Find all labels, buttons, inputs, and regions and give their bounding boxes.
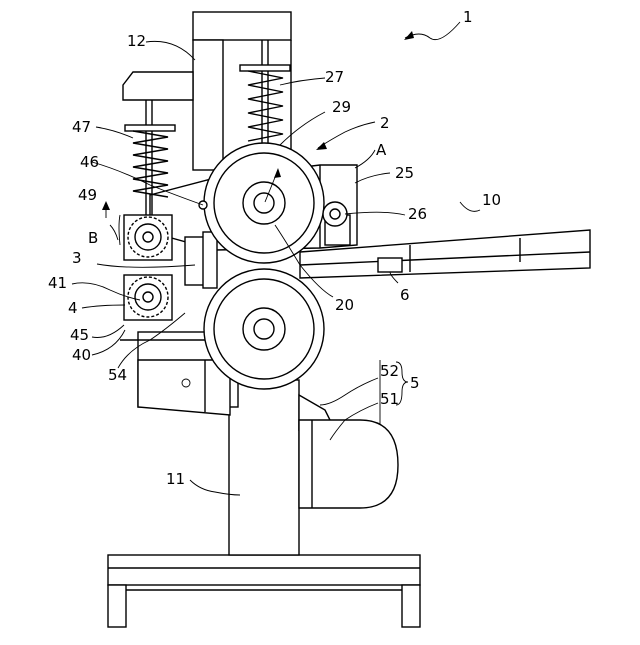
label-25: 25 [395,164,414,182]
label-12: 12 [127,32,146,50]
label-1: 1 [463,8,473,26]
label-4: 4 [68,299,78,317]
label-3: 3 [72,249,82,267]
lower-roller [204,269,324,389]
label-46: 46 [80,153,99,171]
label-A: A [376,141,387,159]
label-11: 11 [166,470,185,488]
label-B: B [88,229,98,247]
right-spring [240,40,290,150]
label-5: 5 [410,374,420,392]
small-roller [323,202,347,226]
label-40: 40 [72,346,91,364]
label-51: 51 [380,390,399,408]
sprocket-upper [124,215,172,260]
label-2: 2 [380,114,390,132]
label-41: 41 [48,274,67,292]
label-29: 29 [332,98,351,116]
label-52: 52 [380,362,399,380]
hood-assembly [299,395,398,508]
label-26: 26 [408,205,427,223]
upper-roller [204,143,324,263]
label-27: 27 [325,68,344,86]
base-stand [108,555,420,627]
label-54: 54 [108,366,127,384]
main-column [229,380,299,555]
label-47: 47 [72,118,91,136]
label-10: 10 [482,191,501,209]
label-20: 20 [335,296,354,314]
label-6: 6 [400,286,410,304]
block-3 [185,232,217,288]
label-49: 49 [78,186,97,204]
label-45: 45 [70,326,89,344]
